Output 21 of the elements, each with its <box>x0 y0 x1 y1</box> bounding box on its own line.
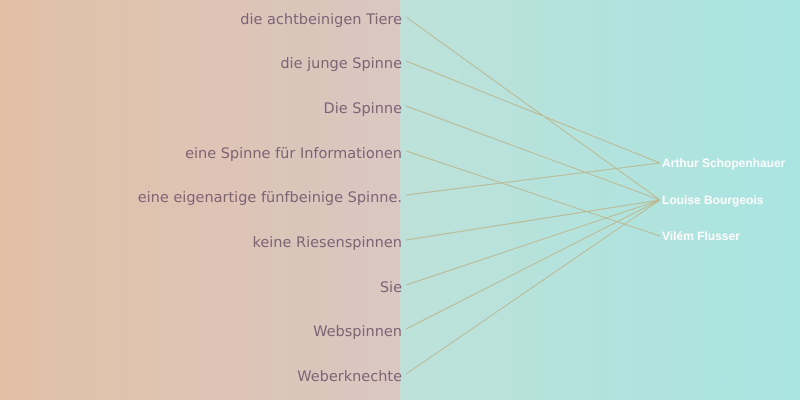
phrase-label: die achtbeinigen Tiere <box>240 10 402 30</box>
connector-line <box>406 200 660 240</box>
phrase-label: keine Riesenspinnen <box>252 233 402 253</box>
phrase-label: Die Spinne <box>324 99 402 119</box>
phrase-label: eine Spinne für Informationen <box>185 144 402 164</box>
phrase-label: Webspinnen <box>313 322 402 342</box>
phrase-label: Sie <box>380 278 402 298</box>
connector-line <box>406 150 660 236</box>
name-label: Louise Bourgeois <box>662 190 764 210</box>
name-label: Arthur Schopenhauer <box>662 153 786 173</box>
phrase-label: Weberknechte <box>297 367 402 387</box>
connector-line <box>406 162 660 196</box>
phrase-label: die junge Spinne <box>280 54 402 74</box>
connector-line <box>406 60 660 164</box>
phrase-label: eine eigenartige fünfbeinige Spinne. <box>138 188 402 208</box>
connector-line <box>406 106 660 200</box>
connector-line <box>406 16 660 200</box>
name-label: Vilém Flusser <box>662 226 740 246</box>
connector-line <box>406 200 660 330</box>
connector-line <box>406 200 660 374</box>
connector-line <box>406 200 660 286</box>
